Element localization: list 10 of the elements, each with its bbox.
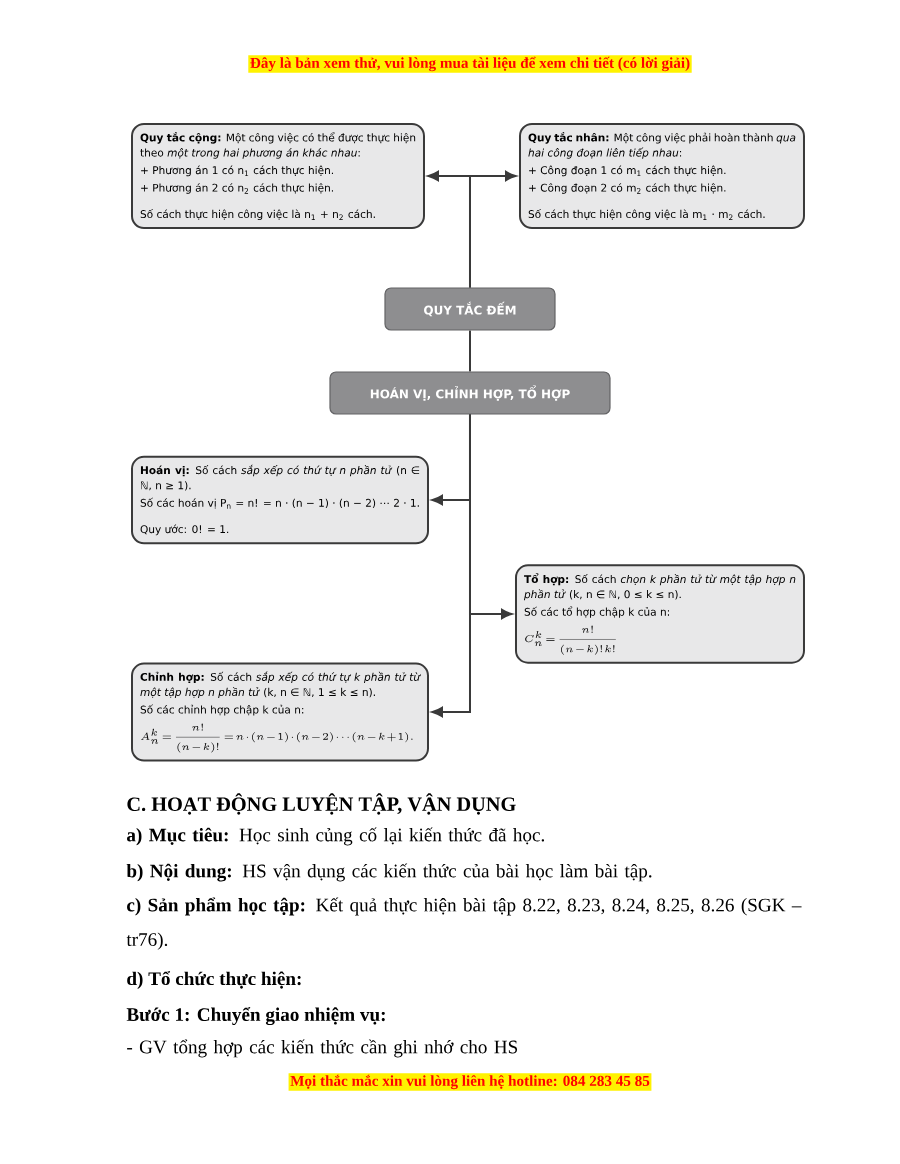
paragraph: - GV tổng hợp các kiến thức cần ghi nhớ cho HS [127, 1039, 518, 1058]
arrow [469, 170, 517, 289]
paragraph: b) Nội dung: HS vận dụng các kiến thức của bài học làm bài tập. [126, 863, 652, 882]
step-heading: d) Tổ chức thực hiện: [127, 971, 301, 989]
section-heading: C. HOẠT ĐỘNG LUYỆN TẬP, VẬN DỤNG [127, 793, 516, 815]
connector-line [469, 329, 471, 373]
paragraph: a) Mục tiêu: Học sinh củng cố lại kiến thức đã học. [127, 827, 544, 846]
arrow [431, 413, 471, 718]
step-heading: Bước 1: Chuyển giao nhiệm vụ: [126, 1006, 385, 1026]
paragraph: c) Sản phẩm học tập: Kết quả thực hiện bài tập 8.22, 8.23, 8.24, 8.25, 8.26 (SGK – tr76). [126, 897, 802, 950]
